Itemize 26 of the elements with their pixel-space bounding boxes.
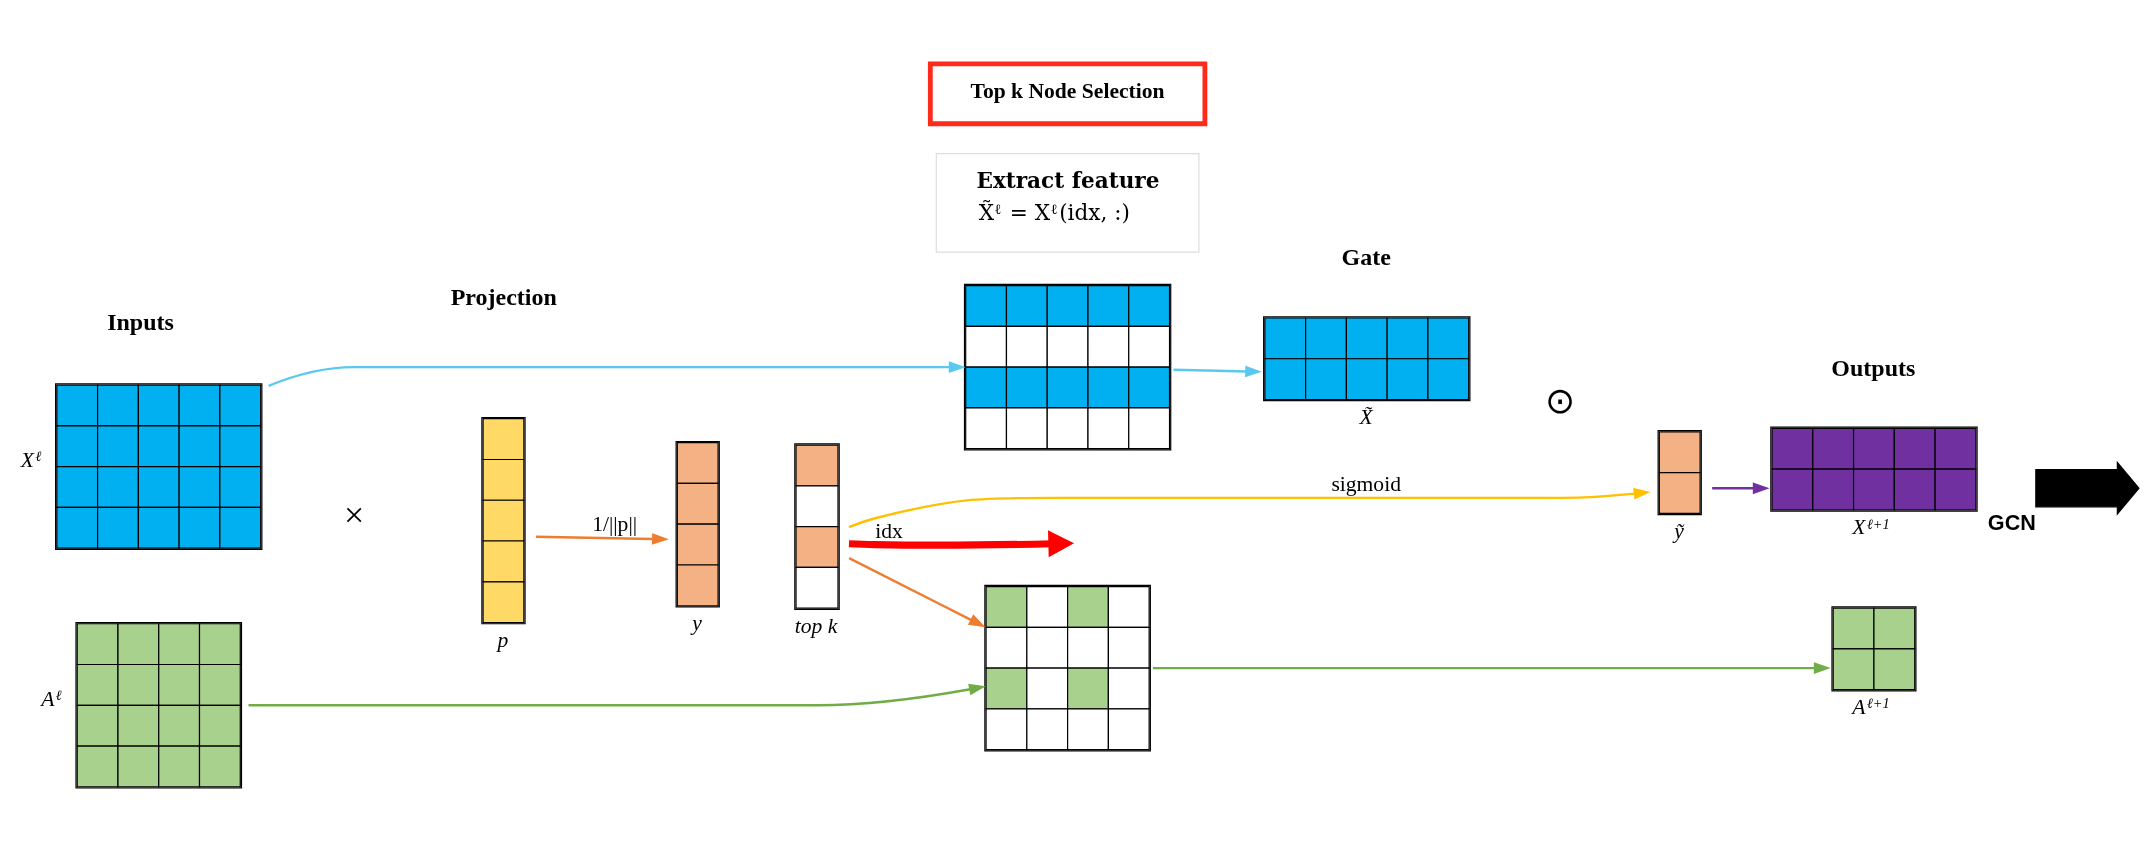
arrow: [268, 360, 966, 387]
edge-label: 1/||p||: [592, 511, 638, 536]
arrow: [535, 532, 669, 545]
arrow: [848, 487, 1651, 528]
node-arrow: [2035, 460, 2140, 516]
edge-label: sigmoid: [1331, 471, 1401, 496]
node-label: X̃: [1359, 404, 1373, 429]
edge-label: idx: [875, 518, 903, 543]
arrow: [248, 683, 986, 706]
arrow: [848, 556, 986, 627]
label: ⊙: [1545, 380, 1576, 421]
label: Inputs: [107, 308, 174, 335]
arrow: [1152, 661, 1831, 674]
node-label: top k: [794, 613, 838, 638]
arrow: [1712, 481, 1770, 494]
label: ×: [343, 494, 365, 535]
node-label: ỹ: [1674, 518, 1684, 543]
arrow: [1173, 365, 1262, 377]
node-label: p: [497, 627, 509, 652]
label: Projection: [450, 283, 557, 310]
node-label: y: [692, 610, 702, 635]
label: Outputs: [1831, 354, 1916, 381]
label: Gate: [1341, 243, 1391, 270]
node-label: GCN: [1987, 509, 2036, 535]
arrow: [848, 529, 1075, 557]
node-box: Top k Node Selection: [927, 60, 1208, 126]
